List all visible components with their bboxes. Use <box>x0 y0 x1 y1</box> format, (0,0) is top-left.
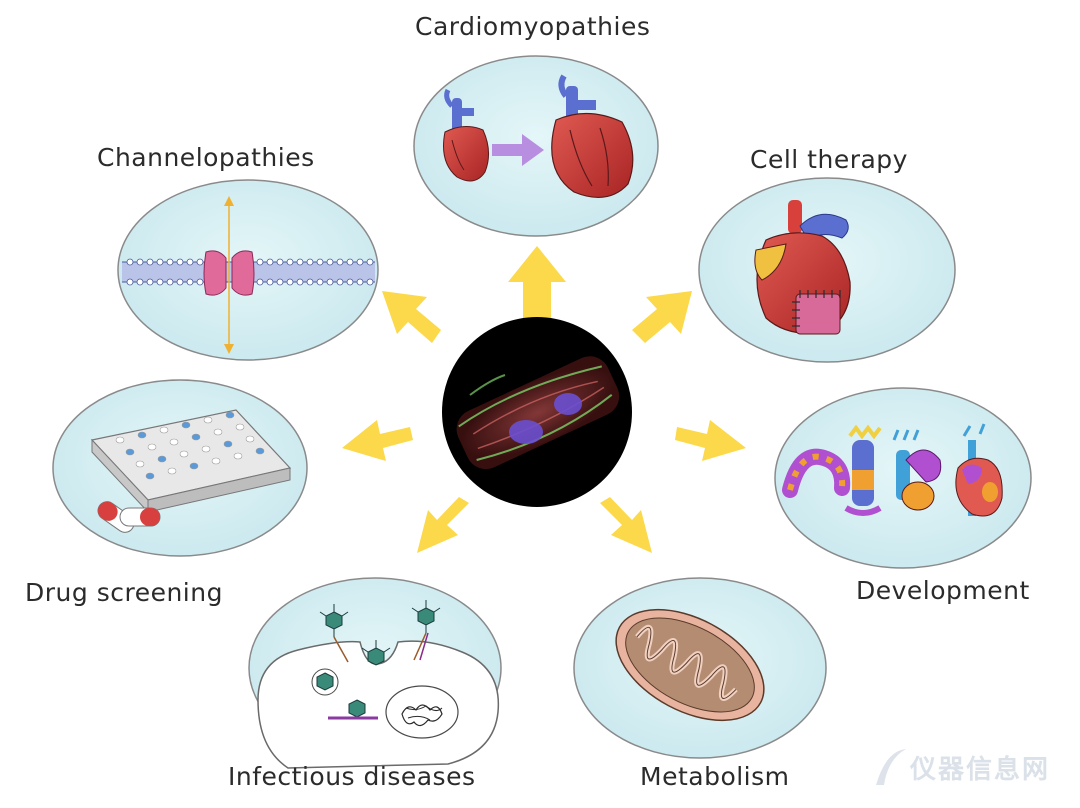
virus-icon <box>411 600 441 661</box>
label-metabolism: Metabolism <box>640 762 790 791</box>
metabolism-illustration <box>615 608 765 722</box>
arrow-upper-left <box>382 291 441 343</box>
watermark-logo-icon <box>876 749 906 785</box>
arrow-up <box>508 246 566 322</box>
arrow-upper-right <box>632 291 692 343</box>
small-heart-icon <box>443 88 489 182</box>
ion-channel-icon <box>203 250 255 296</box>
enlarged-heart-icon <box>551 74 634 199</box>
internalized-virus-icon <box>311 668 339 696</box>
mature-heart-stage-icon <box>955 423 1003 517</box>
mitochondrion-icon <box>615 608 765 722</box>
heart-tube-stage-icon <box>782 448 851 498</box>
enlargement-arrow <box>492 134 544 166</box>
patched-heart-icon <box>754 200 851 335</box>
label-drug-screening: Drug screening <box>25 578 223 607</box>
virus-icon <box>361 640 391 666</box>
arrow-right <box>675 420 746 461</box>
development-illustration <box>782 423 1003 517</box>
center-cardiomyocyte-image <box>442 317 632 507</box>
label-infectious-diseases: Infectious diseases <box>228 762 476 791</box>
septating-heart-stage-icon <box>892 429 942 511</box>
cardiomyopathies-illustration <box>443 74 634 199</box>
looping-heart-stage-icon <box>844 424 882 516</box>
virus-icon <box>319 604 349 663</box>
heart-patch <box>795 293 841 335</box>
arrow-left <box>342 420 413 461</box>
infectious-diseases-illustration <box>257 600 500 769</box>
capsule-pill-icon <box>97 501 161 533</box>
internalized-virus-icon <box>348 699 366 718</box>
lipid-heads <box>126 258 374 286</box>
arrow-lower-left <box>417 497 469 553</box>
watermark: 仪器信息网 <box>870 745 1070 795</box>
arrows <box>342 246 746 553</box>
cell-therapy-illustration <box>754 200 851 335</box>
label-cell-therapy: Cell therapy <box>750 145 908 174</box>
label-channelopathies: Channelopathies <box>97 143 315 172</box>
drug-screening-illustration <box>90 409 292 533</box>
well-plate-icon <box>90 409 292 514</box>
arrow-lower-right <box>600 497 652 553</box>
label-cardiomyopathies: Cardiomyopathies <box>415 12 651 41</box>
watermark-text: 仪器信息网 <box>910 755 1051 785</box>
nucleus-icon <box>385 685 459 739</box>
channelopathies-illustration <box>122 196 375 354</box>
label-development: Development <box>856 576 1030 605</box>
